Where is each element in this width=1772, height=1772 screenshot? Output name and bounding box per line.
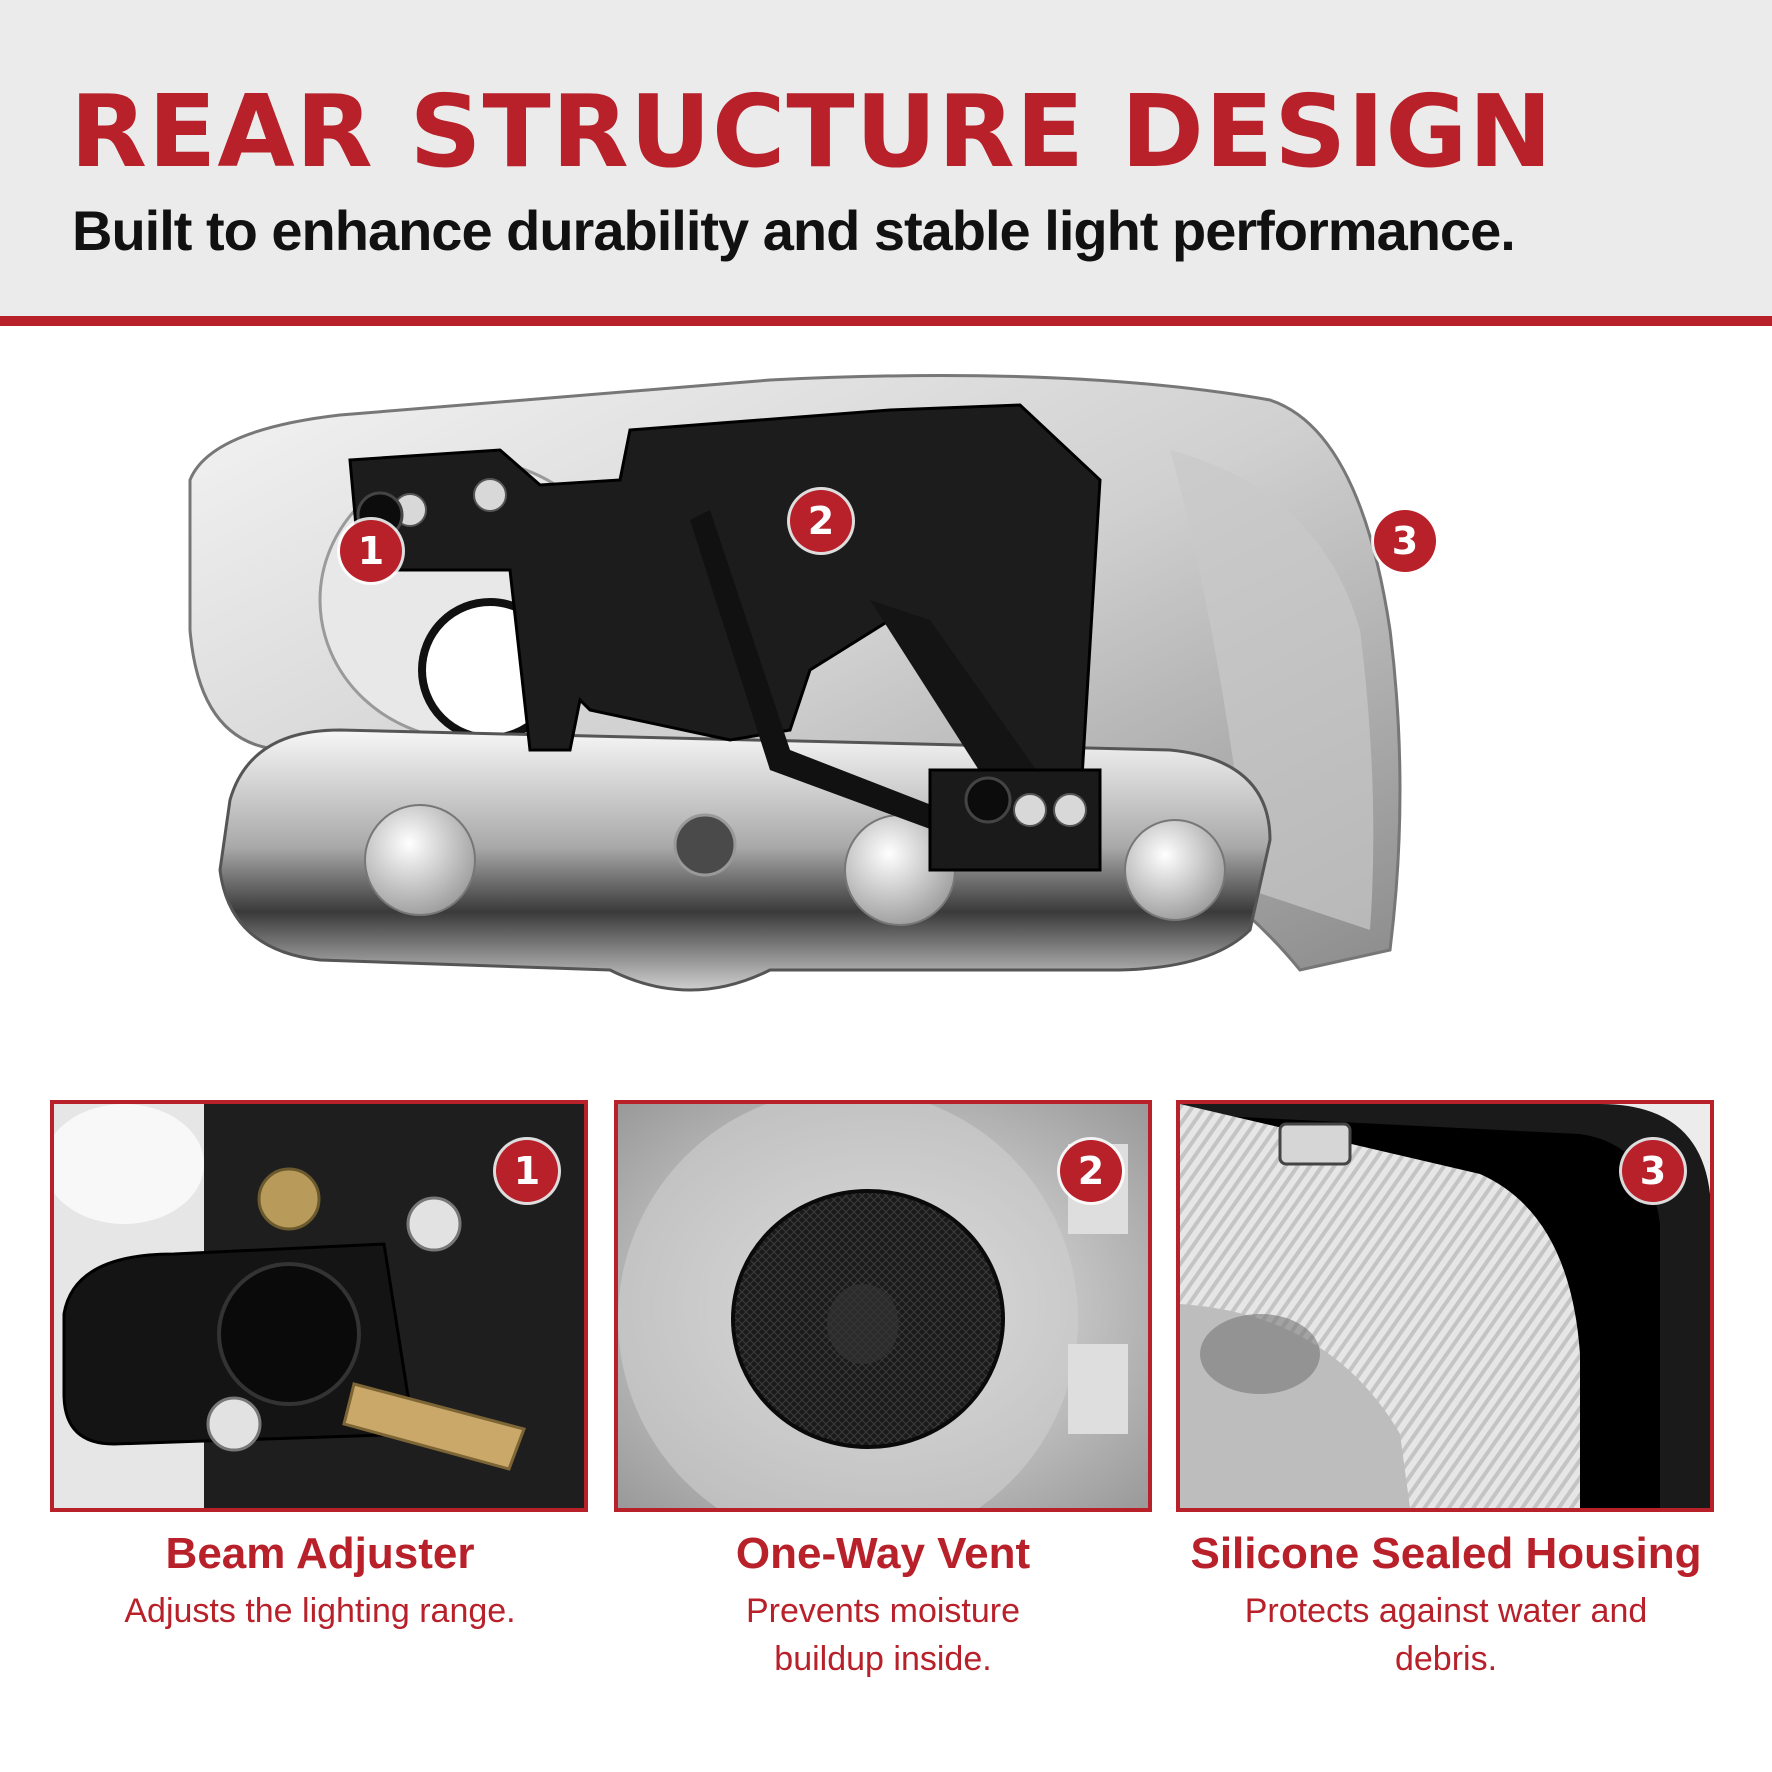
hero-badge-2: 2 <box>790 490 852 552</box>
headlight-rear-view-image: 1 2 3 <box>170 370 1590 1090</box>
hero-badge-3: 3 <box>1374 510 1436 572</box>
header-divider <box>0 316 1772 326</box>
page-subtitle: Built to enhance durability and stable l… <box>72 199 1516 262</box>
feature-description-one-way-vent: Prevents moisture buildup inside. <box>746 1592 1020 1678</box>
feature-description-beam-adjuster: Adjusts the lighting range. <box>124 1592 516 1631</box>
panel-badge-2: 2 <box>1060 1140 1122 1202</box>
caption-one-way-vent: One-Way Vent Prevents moisture buildup i… <box>603 1529 1163 1684</box>
header-band <box>0 0 1772 316</box>
silicone-sealed-housing-photo: 3 <box>1176 1100 1714 1512</box>
panel-badge-1: 1 <box>496 1140 558 1202</box>
one-way-vent-photo: 2 <box>614 1100 1152 1512</box>
page-title: REAR STRUCTURE DESIGN <box>70 73 1554 190</box>
panel-badge-3: 3 <box>1622 1140 1684 1202</box>
hero-badge-1: 1 <box>340 520 402 582</box>
feature-title-silicone-sealed-housing: Silicone Sealed Housing <box>1190 1529 1702 1578</box>
feature-title-one-way-vent: One-Way Vent <box>735 1529 1031 1578</box>
caption-silicone-sealed-housing: Silicone Sealed Housing Protects against… <box>1166 1529 1726 1684</box>
caption-beam-adjuster: Beam Adjuster Adjusts the lighting range… <box>40 1529 600 1636</box>
feature-description-silicone-sealed-housing: Protects against water and debris. <box>1244 1592 1648 1678</box>
feature-title-beam-adjuster: Beam Adjuster <box>165 1529 475 1578</box>
beam-adjuster-photo: 1 <box>50 1100 588 1512</box>
